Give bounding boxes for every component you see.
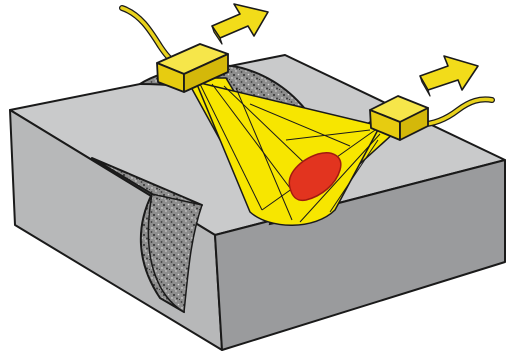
probe-cable-left (122, 8, 178, 60)
scan-direction-arrow-icon (420, 56, 478, 96)
scan-direction-arrow-icon (212, 4, 268, 44)
